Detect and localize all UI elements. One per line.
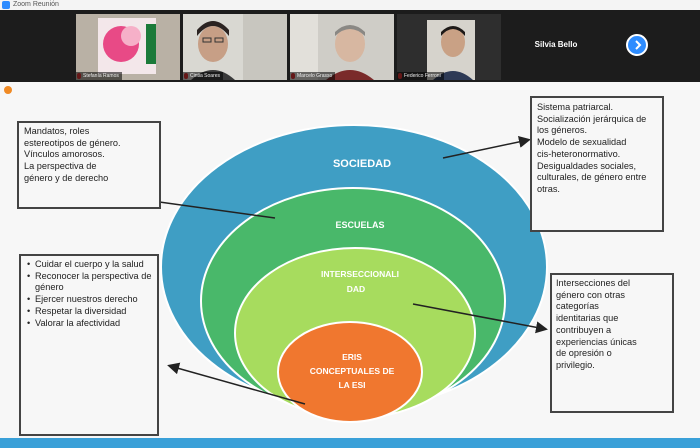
callout-line: culturales, de género entre xyxy=(537,172,647,183)
callout-line: Desigualdades sociales, xyxy=(537,160,637,171)
label-interseccionalidad: DAD xyxy=(347,284,365,294)
callout-line: de opresión o xyxy=(556,348,612,359)
callout-line: Mandatos, roles xyxy=(24,126,90,136)
callout-line: otras. xyxy=(537,183,560,194)
callout-line: Socialización jerárquica de xyxy=(537,113,647,124)
chevron-right-icon xyxy=(635,40,642,50)
callout-line: Modelo de sexualidad xyxy=(537,137,627,148)
participant-video xyxy=(290,14,394,80)
label-sociedad: SOCIEDAD xyxy=(333,158,391,170)
label-eris: LA ESI xyxy=(338,380,365,390)
callout-mandatos: Mandatos, roles estereotipos de género. … xyxy=(17,121,161,209)
callout-line: Sistema patriarcal. xyxy=(537,102,614,112)
ring-eris xyxy=(277,321,423,423)
label-interseccionalidad: INTERSECCIONALI xyxy=(321,269,399,279)
callout-line: género con otras xyxy=(556,289,625,300)
list-item: Valorar la afectividad xyxy=(25,318,153,330)
window-title: Zoom Reunión xyxy=(13,1,59,8)
slide-bottom-bar xyxy=(0,438,700,448)
bullet-list: Cuidar el cuerpo y la salud Reconocer la… xyxy=(25,259,153,329)
callout-line: cis-heteronormativo. xyxy=(537,148,621,159)
participant-tile[interactable]: Marcelo Grasso xyxy=(290,14,394,80)
callout-line: La perspectiva de xyxy=(24,161,97,172)
participant-tile[interactable]: Federico Ferroni xyxy=(397,14,501,80)
participant-video xyxy=(183,14,287,80)
zoom-app-icon xyxy=(2,1,10,9)
callout-line: categorías xyxy=(556,301,599,312)
participant-video xyxy=(76,14,180,80)
participant-name: Silvia Bello xyxy=(534,40,578,49)
participant-name: Federico Ferroni xyxy=(397,72,444,80)
callout-line: los géneros. xyxy=(537,125,588,136)
participant-video xyxy=(397,14,501,80)
arrow-bottom-right xyxy=(412,303,548,334)
arrow-bottom-left xyxy=(167,362,306,405)
callout-ejes-esi: Cuidar el cuerpo y la salud Reconocer la… xyxy=(19,254,159,436)
participant-gallery: Stefanía Ramos Cintia Soares Marcelo Gra… xyxy=(0,10,700,82)
list-item: Cuidar el cuerpo y la salud xyxy=(25,259,153,271)
participant-name: Cintia Soares xyxy=(183,72,224,80)
callout-line: estereotipos de género. xyxy=(24,137,121,148)
callout-line: contribuyen a xyxy=(556,324,612,335)
nested-circles-diagram: SOCIEDAD ESCUELAS INTERSECCIONALI DAD ER… xyxy=(142,124,548,423)
callout-line: experiencias únicas xyxy=(556,336,637,347)
callout-line: género y de derecho xyxy=(24,172,109,183)
label-escuelas: ESCUELAS xyxy=(335,220,384,230)
callout-sistema-patriarcal: Sistema patriarcal. Socialización jerárq… xyxy=(530,96,664,232)
list-item: Ejercer nuestros derecho xyxy=(25,294,153,306)
next-page-button[interactable] xyxy=(626,34,648,56)
callout-line: Intersecciones del xyxy=(556,278,631,288)
participant-tile[interactable]: Stefanía Ramos xyxy=(76,14,180,80)
label-eris: ERIS xyxy=(342,352,362,362)
share-indicator-icon xyxy=(4,86,12,94)
list-item: Reconocer la perspectiva de género xyxy=(25,271,153,294)
participant-tile[interactable]: Silvia Bello xyxy=(504,14,608,80)
list-item: Respetar la diversidad xyxy=(25,306,153,318)
callout-line: Vínculos amorosos. xyxy=(24,149,105,160)
participant-name: Marcelo Grasso xyxy=(290,72,336,80)
participant-name: Stefanía Ramos xyxy=(76,72,122,80)
participant-tile[interactable]: Cintia Soares xyxy=(183,14,287,80)
arrow-top-left xyxy=(142,195,276,219)
callout-line: privilegio. xyxy=(556,359,595,370)
arrow-top-right xyxy=(442,135,531,159)
callout-intersecciones: Intersecciones del género con otras cate… xyxy=(550,273,674,413)
callout-line: identitarias que xyxy=(556,313,619,324)
label-eris: CONCEPTUALES DE xyxy=(310,366,395,376)
